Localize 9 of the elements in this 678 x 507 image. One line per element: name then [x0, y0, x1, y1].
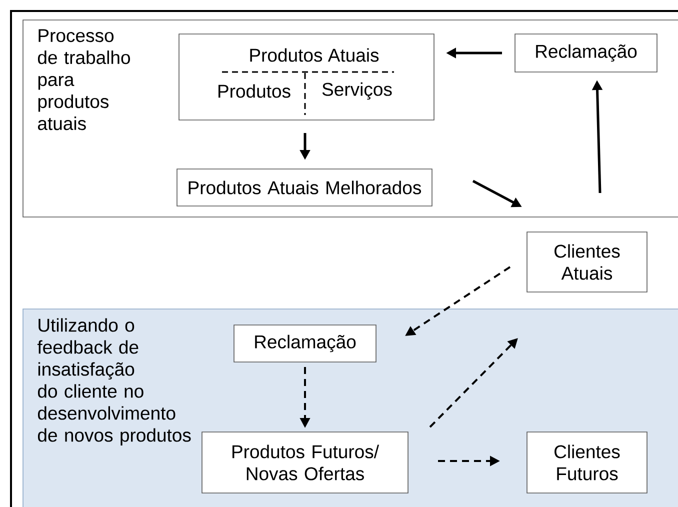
process-box: Reclamação: [514, 34, 658, 72]
panel-heading: Processo de trabalho para produtos atuais: [38, 29, 130, 130]
process-box: Produtos Futuros/ Novas Ofertas: [202, 432, 408, 494]
process-box: Clientes Atuais: [526, 232, 648, 292]
process-box: Produtos Atuais Melhorados: [176, 168, 432, 206]
panel-heading: Utilizando o feedback de insatisfação do cliente no desenvolvimento de novos produtos: [37, 318, 191, 446]
process-box: Clientes Futuros: [526, 432, 648, 494]
split-box: Produtos Atuais Produtos Serviços: [178, 34, 434, 120]
process-box: Reclamação: [234, 324, 376, 362]
